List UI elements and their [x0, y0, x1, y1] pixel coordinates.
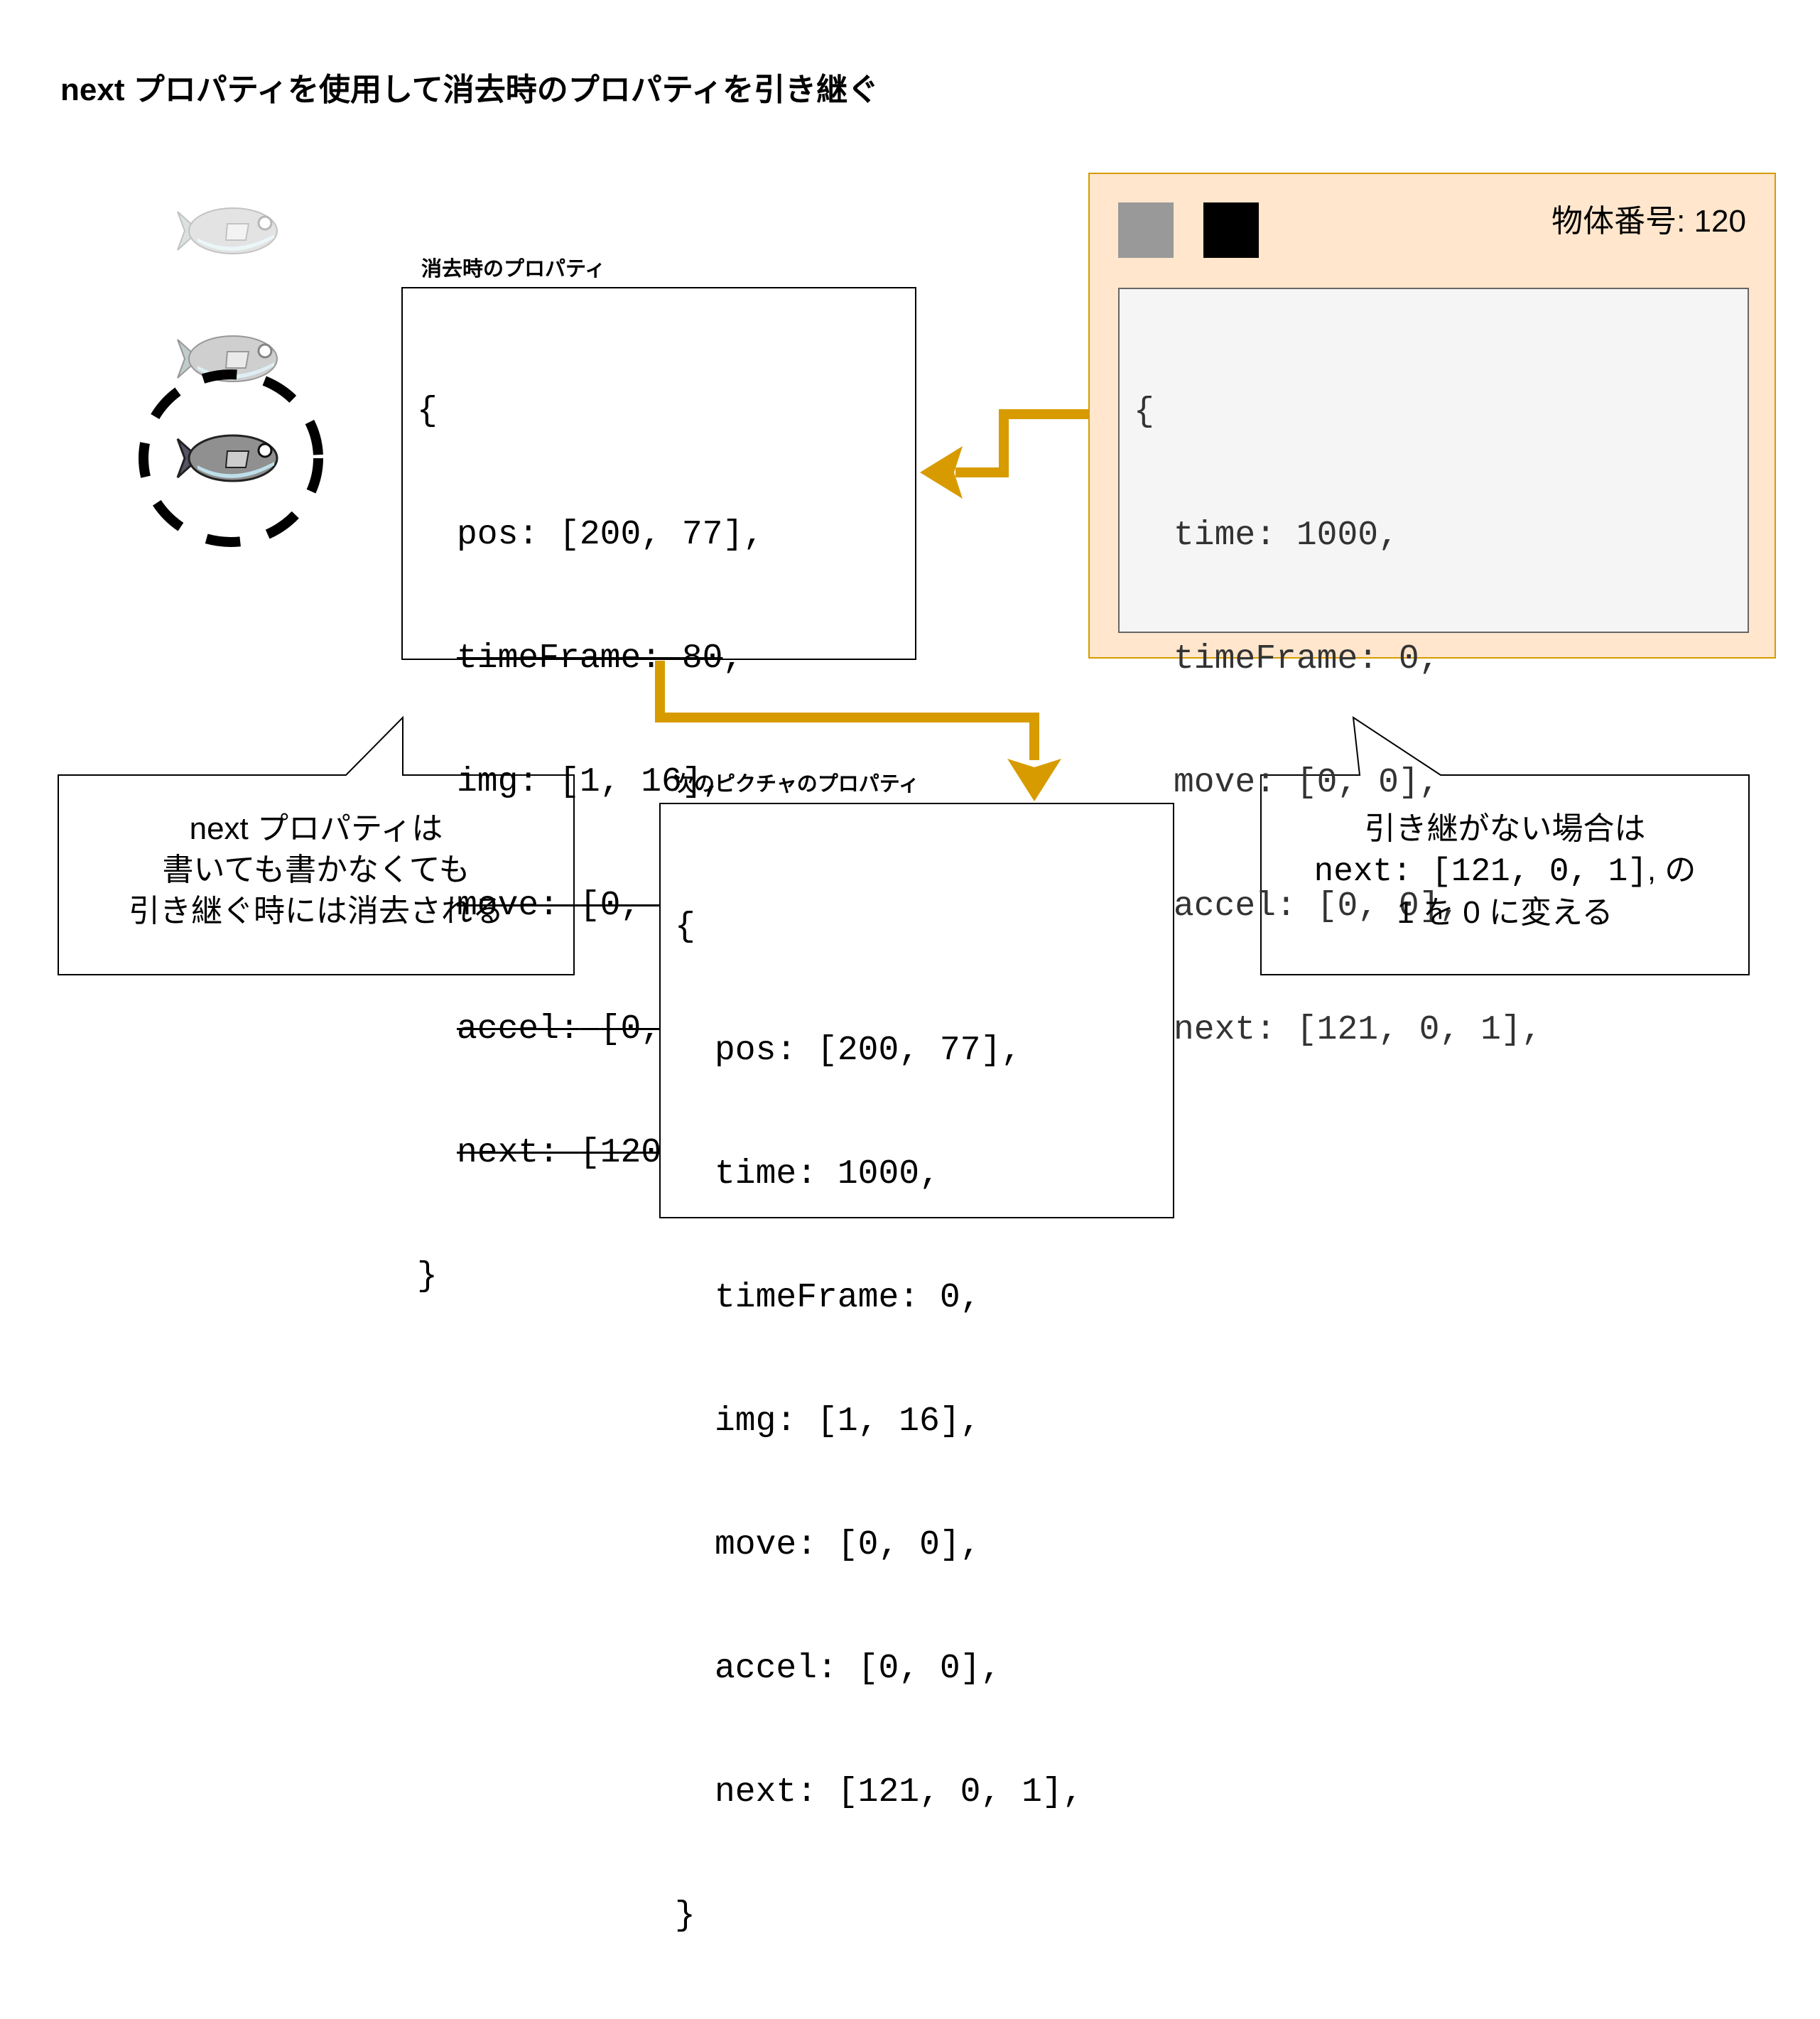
callout-left-line: 引き継ぐ時には消去される	[129, 894, 504, 929]
code-line-time: time: 1000,	[715, 1155, 940, 1193]
callout-right-bubble	[1260, 715, 1750, 975]
object-code-box: { time: 1000, timeFrame: 0, move: [0, 0]…	[1118, 288, 1749, 1173]
code-open-brace: {	[675, 908, 695, 946]
code-line-img: img: [1, 16],	[457, 763, 723, 801]
code-line-move: move: [0, 0],	[715, 1526, 981, 1564]
code-line-pos: pos: [200, 77],	[715, 1032, 1022, 1070]
code-line-timeframe: timeFrame: 0,	[1174, 640, 1440, 678]
code-line-accel: accel: [0, 0],	[1174, 887, 1461, 926]
code-close-brace: }	[1134, 1133, 1542, 1174]
swatch-gray	[1118, 202, 1174, 258]
code-line-time: time: 1000,	[1174, 516, 1399, 555]
callout-left-bubble	[58, 715, 575, 975]
code-line-next: next: [121, 0, 1],	[715, 1773, 1083, 1812]
next-props-label: 次のピクチャのプロパティ	[673, 773, 919, 796]
page-title: next プロパティを使用して消去時のプロパティを引き継ぐ	[60, 72, 879, 107]
code-line-next: next: [121, 0, 1],	[1174, 1011, 1542, 1049]
code-line-timeframe: timeFrame: 0,	[715, 1279, 981, 1317]
callout-right-text: 引き継がない場合は next: [121, 0, 1], の 1 を 0 に変え…	[1261, 808, 1749, 933]
object-number-label: 物体番号: 120	[1551, 204, 1746, 239]
fish-sprite-icon	[177, 207, 278, 254]
object-panel: 物体番号: 120 { time: 1000, timeFrame: 0, mo…	[1088, 173, 1776, 1173]
code-line-accel: accel: [0, 0],	[715, 1650, 1002, 1688]
callout-left-line: next プロパティは	[189, 811, 443, 846]
code-line-move: move: [0, 0],	[1174, 764, 1440, 802]
code-line-img: img: [1, 16],	[715, 1402, 981, 1441]
arrow-deleted-to-next	[655, 661, 1039, 760]
next-props-code: { pos: [200, 77], time: 1000, timeFrame:…	[675, 824, 1083, 2019]
code-line-timeframe: timeFrame: 80,	[457, 639, 744, 678]
next-props-box: { pos: [200, 77], time: 1000, timeFrame:…	[659, 803, 1174, 1935]
fish-sprite-icon	[176, 434, 278, 482]
callout-right-line: 1 を 0 に変える	[1397, 895, 1613, 930]
object-code: { time: 1000, timeFrame: 0, move: [0, 0]…	[1134, 309, 1542, 1257]
callout-left-line: 書いても書かなくても	[162, 852, 470, 887]
deleted-props-label: 消去時のプロパティ	[421, 258, 606, 281]
swatch-black	[1203, 202, 1259, 258]
diagram-connectors	[58, 207, 1750, 975]
dashed-circle-highlight	[139, 369, 323, 547]
callout-right-line: next: [121, 0, 1], の	[1313, 852, 1696, 890]
callout-left-text: next プロパティは 書いても書かなくても 引き継ぐ時には消去される	[58, 808, 574, 932]
callout-right-line: 引き継がない場合は	[1364, 811, 1646, 846]
deleted-props-box: { pos: [200, 77], timeFrame: 80, img: [1…	[401, 287, 916, 1296]
arrow-head-down	[1007, 759, 1061, 801]
arrow-panel-to-deleted	[955, 409, 1088, 477]
arrow-head-left	[920, 446, 963, 499]
code-line-pos: pos: [200, 77],	[457, 516, 764, 554]
code-open-brace: {	[417, 392, 438, 431]
code-close-brace: }	[675, 1897, 695, 1935]
code-open-brace: {	[1134, 393, 1154, 431]
